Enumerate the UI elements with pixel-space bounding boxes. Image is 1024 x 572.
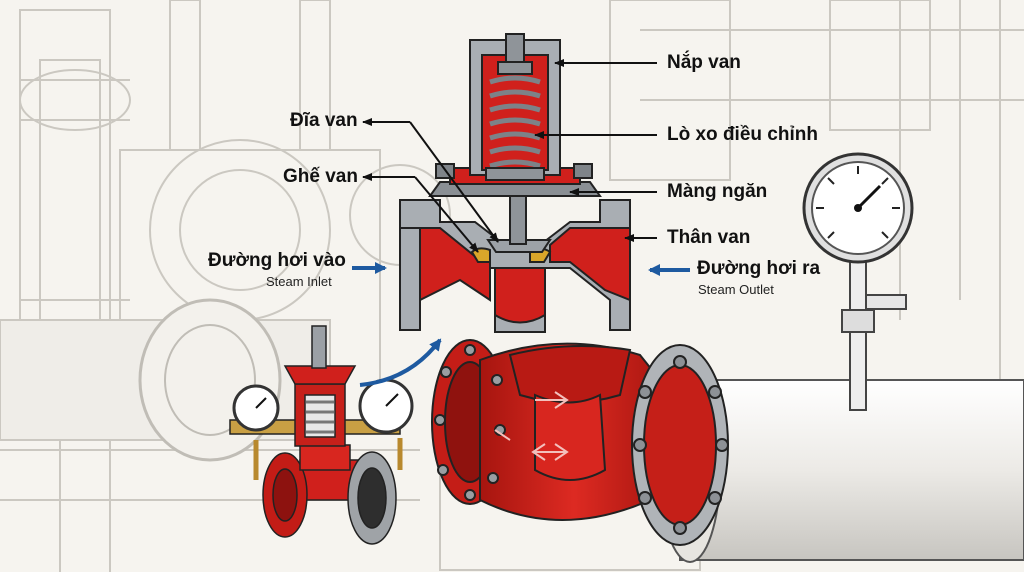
label-valve-disc: Đĩa van [290,110,358,131]
pressure-gauge-right [802,152,914,411]
label-diaphragm: Màng ngăn [667,181,768,202]
inlet-pipe-sketch [0,298,331,462]
label-outlet-vi: Đường hơi ra [697,258,821,279]
label-valve-seat: Ghế van [283,166,358,187]
label-adjusting-spring: Lò xo điều chỉnh [667,124,818,145]
label-outlet-en: Steam Outlet [698,282,774,297]
valve-cutaway-section [399,33,631,333]
small-valve-assembly [229,325,414,545]
flow-arrows [352,262,690,387]
label-inlet-en: Steam Inlet [266,274,332,289]
label-bonnet: Nắp van [667,52,741,73]
leader-lines [362,59,657,253]
main-valve-body-exterior [431,339,729,546]
label-valve-body: Thân van [667,227,751,248]
label-inlet-vi: Đường hơi vào [208,250,346,271]
